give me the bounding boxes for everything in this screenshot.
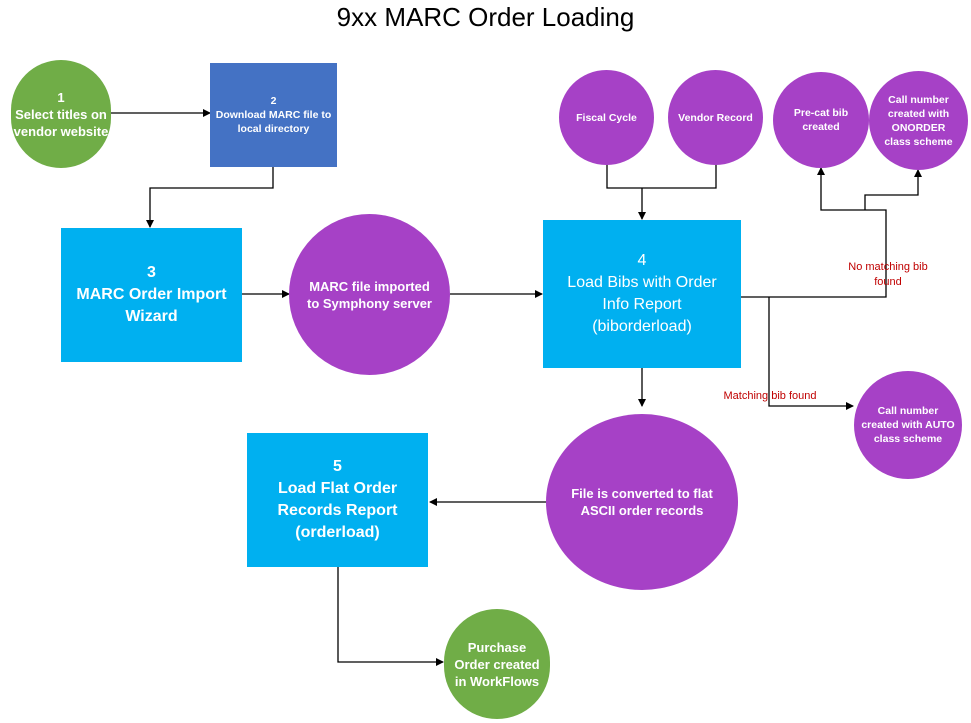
node-file-imported-text: MARC file imported to Symphony server [307,278,432,311]
node-callnum-onorder: Call number created with ONORDER class s… [869,71,968,170]
node-purchase-order: Purchase Order created in WorkFlows [444,609,550,719]
node-callnum-auto-text: Call number created with AUTO class sche… [861,405,955,445]
node-step-4-number: 4 [637,252,647,269]
node-step-2-number: 2 [270,95,277,107]
edge-fiscal-to-4 [606,163,717,189]
node-callnum-onorder-text: Call number created with ONORDER class s… [884,93,953,148]
node-precat-bib: Pre-cat bib created [773,72,869,168]
node-callnum-auto: Call number created with AUTO class sche… [854,371,962,479]
node-file-converted-text: File is converted to flat ASCII order re… [571,486,713,518]
node-step-5-text: Load Flat Order Records Report (orderloa… [277,480,398,541]
edge-label-match: Matching bib found [723,390,817,402]
node-vendor-record-text: Vendor Record [678,111,753,124]
node-file-imported: MARC file imported to Symphony server [289,214,450,375]
node-step-3-number: 3 [147,264,156,281]
node-precat-bib-text: Pre-cat bib created [793,107,849,133]
node-file-converted: File is converted to flat ASCII order re… [546,414,738,590]
node-step-1: 1 Select titles on vendor website [11,60,111,168]
edge-label-no-match: No matching bib found [848,261,928,288]
node-purchase-order-text: Purchase Order created in WorkFlows [454,639,540,689]
node-step-3-text: MARC Order Import Wizard [76,286,227,325]
page-title: 9xx MARC Order Loading [336,2,635,32]
node-step-3: 3 MARC Order Import Wizard [61,228,242,362]
node-fiscal-cycle: Fiscal Cycle [559,70,654,165]
edge-4-match [768,297,854,410]
node-step-4: 4 Load Bibs with Order Info Report (bibo… [543,220,741,368]
node-fiscal-cycle-text: Fiscal Cycle [576,111,637,124]
node-step-5-number: 5 [333,458,342,475]
edge-4-no-match [741,209,887,298]
edge-to-onorder [864,169,922,210]
edge-to-precat [817,167,865,211]
node-step-1-text: Select titles on vendor website [13,106,109,139]
node-step-2-text: Download MARC file to local directory [215,109,332,135]
edge-2-to-3 [146,167,274,228]
node-step-4-text: Load Bibs with Order Info Report (bibord… [567,274,717,335]
node-step-5: 5 Load Flat Order Records Report (orderl… [247,433,428,567]
edge-5-to-po [337,567,444,666]
node-vendor-record: Vendor Record [668,70,763,165]
node-step-2: 2 Download MARC file to local directory [210,63,337,167]
node-step-1-number: 1 [57,89,65,105]
